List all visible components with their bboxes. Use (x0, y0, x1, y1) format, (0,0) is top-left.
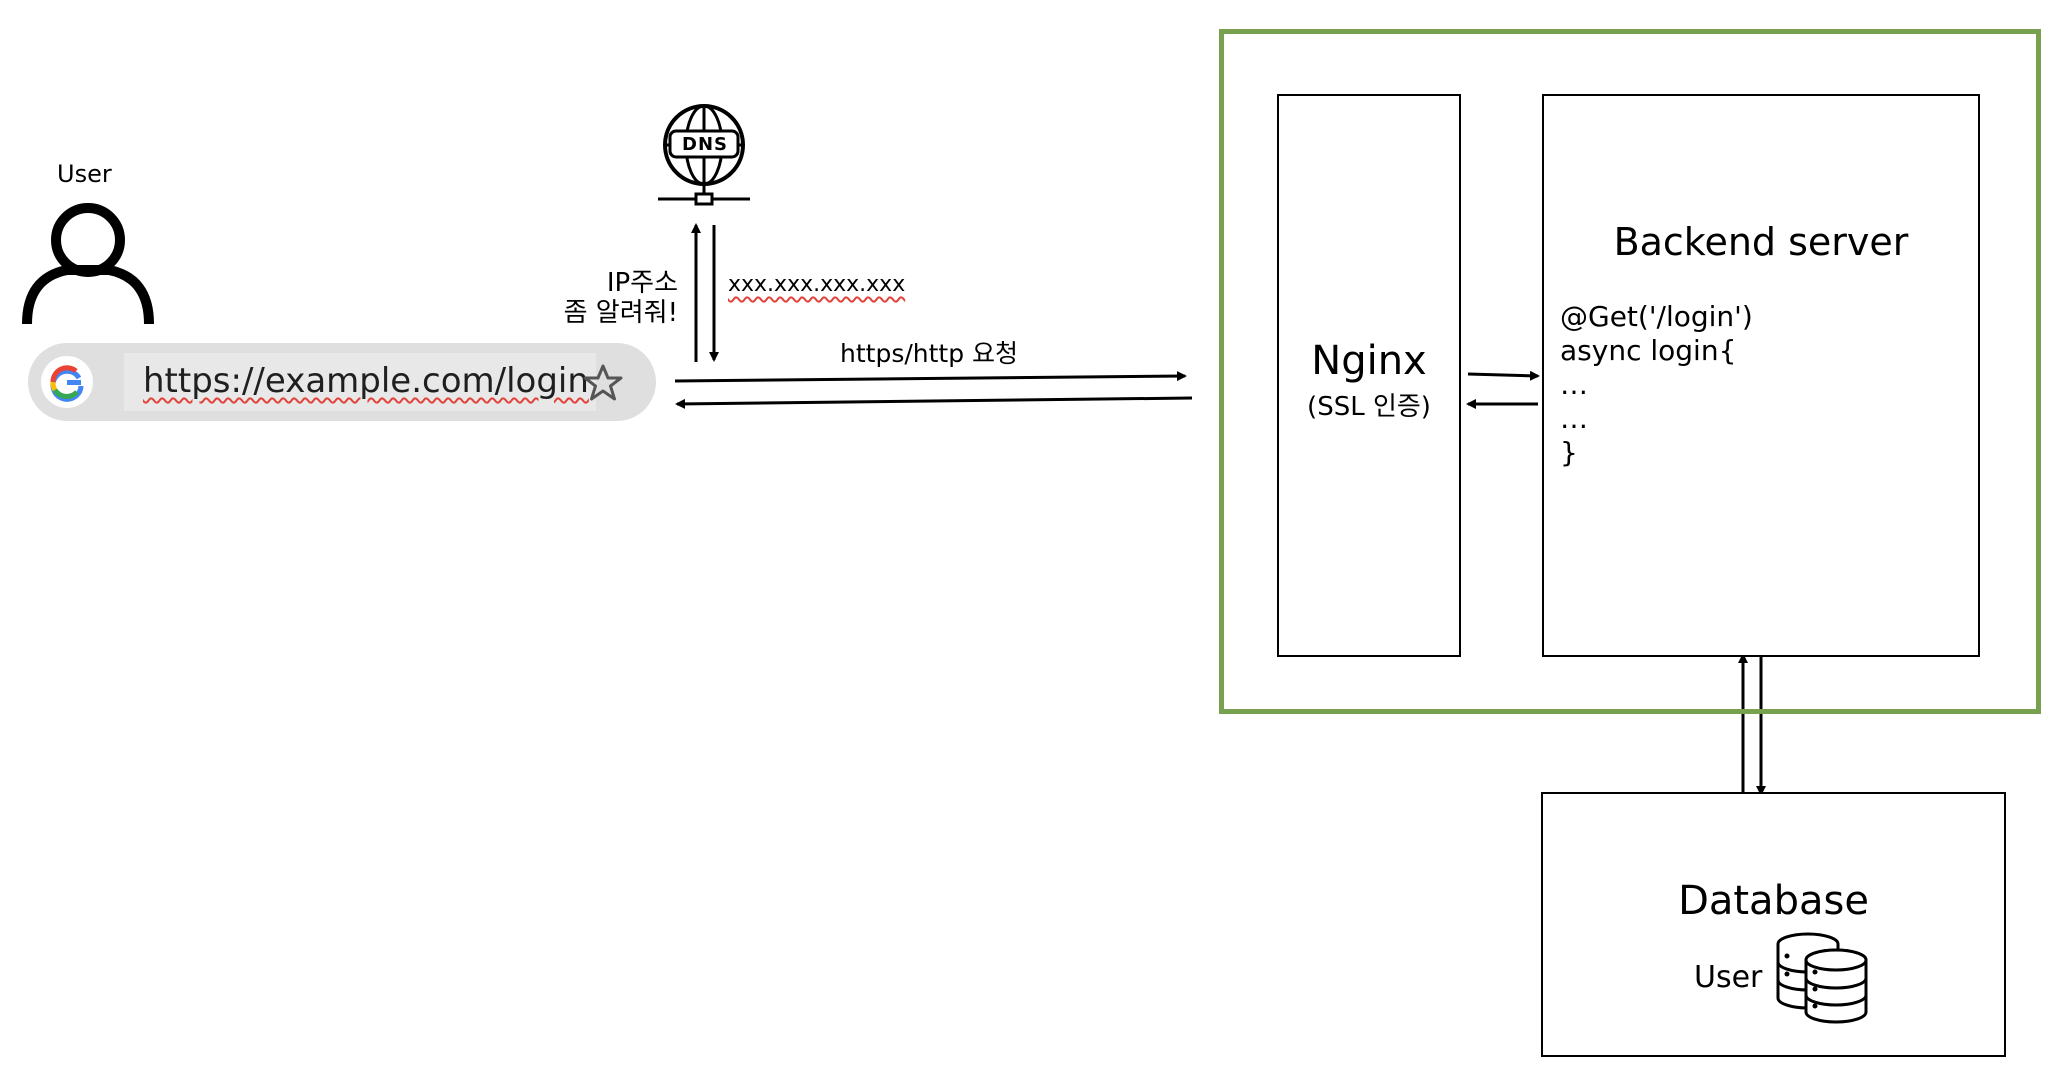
database-table-label: User (1694, 960, 1763, 995)
server-group-frame (1219, 29, 2041, 714)
nginx-subtitle: (SSL 인증) (1307, 392, 1431, 422)
code-line: … (1560, 402, 1588, 435)
database-box (1541, 792, 2006, 1057)
code-line: … (1560, 368, 1588, 401)
user-icon (22, 203, 154, 325)
nginx-title: Nginx (1311, 338, 1427, 384)
dns-icon-text: DNS (682, 134, 728, 155)
url-input-field[interactable] (124, 353, 596, 411)
url-text[interactable]: https://example.com/login (143, 361, 589, 401)
http-request-label: https/http 요청 (840, 339, 1019, 368)
dns-globe-icon (658, 104, 750, 206)
backend-server-box (1542, 94, 1980, 657)
backend-code-block: @Get('/login') async login{ … … } (1560, 300, 1753, 470)
nginx-box (1277, 94, 1461, 657)
bookmark-star-icon[interactable] (583, 363, 623, 403)
code-line: } (1560, 436, 1578, 469)
backend-server-title: Backend server (1613, 220, 1909, 264)
code-line: async login{ (1560, 334, 1737, 367)
database-icon (1776, 932, 1868, 1024)
browser-address-bar[interactable]: https://example.com/login (28, 343, 656, 421)
dns-request-label-1: IP주소 (606, 268, 678, 298)
dns-response-ip-label: xxx.xxx.xxx.xxx (728, 272, 906, 297)
database-title: Database (1678, 878, 1869, 924)
dns-request-label-2: 좀 알려줘! (563, 298, 678, 328)
code-line: @Get('/login') (1560, 300, 1753, 333)
google-logo-icon (41, 356, 93, 408)
user-label: User (57, 160, 112, 188)
